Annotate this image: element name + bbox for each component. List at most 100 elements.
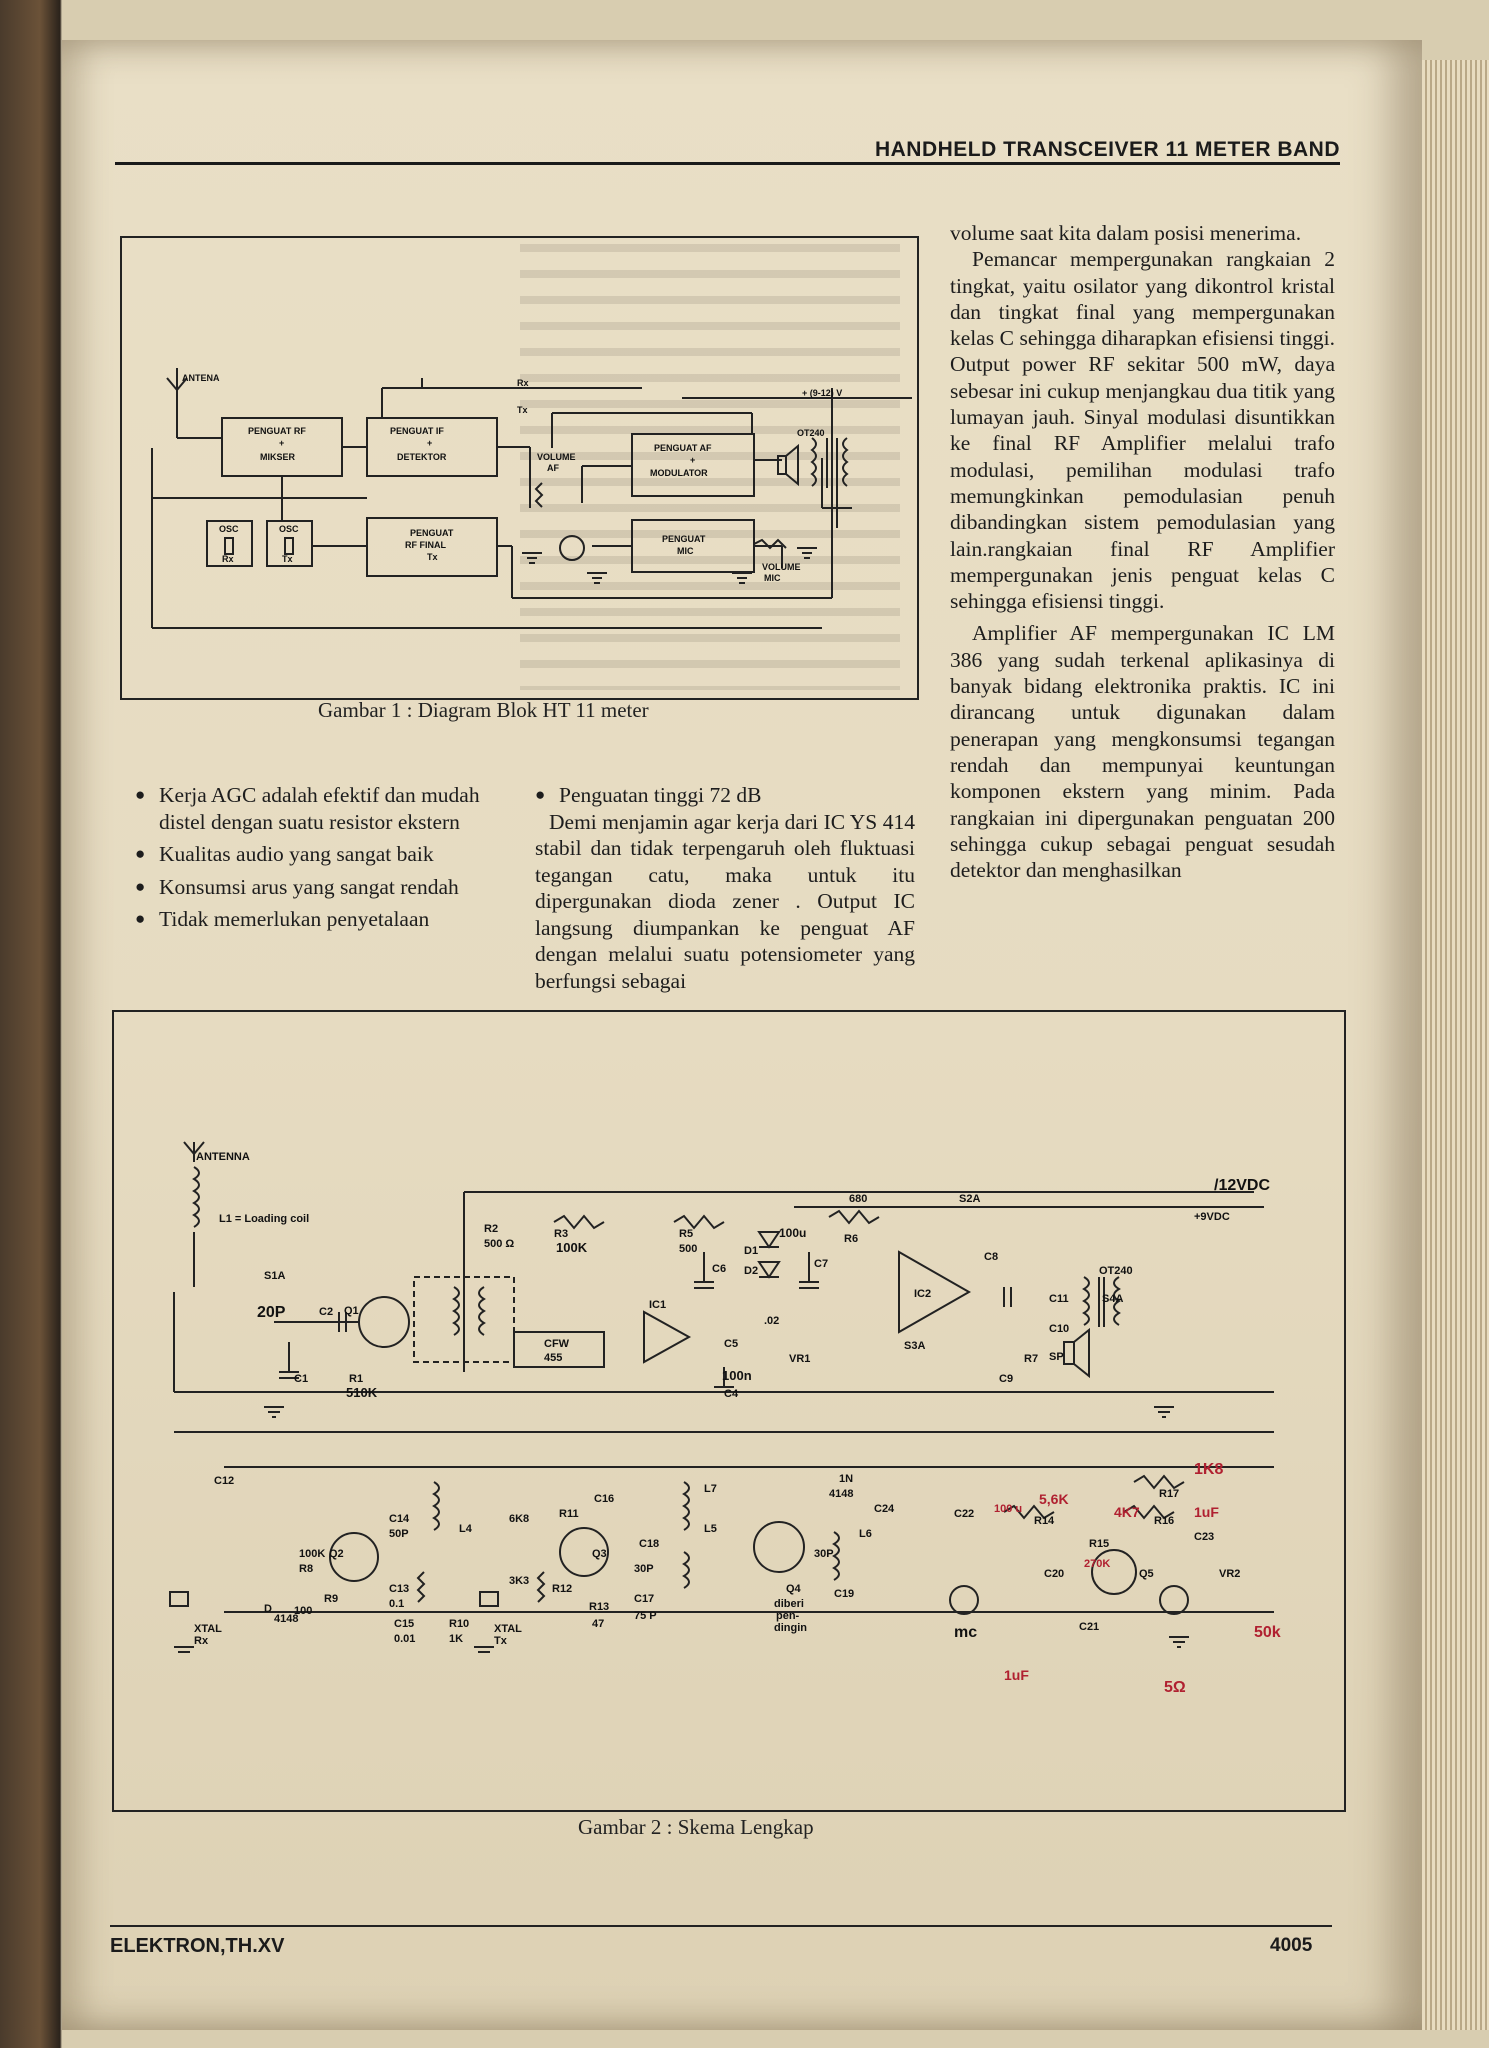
- label-d: D: [264, 1603, 272, 1615]
- label-mixer: MIKSER: [260, 452, 296, 462]
- page-edges: [1422, 60, 1489, 2030]
- label-r14v: 5,6K: [1039, 1491, 1069, 1507]
- label-d4: 1N: [839, 1473, 853, 1485]
- label-xtal2: XTAL: [494, 1623, 522, 1635]
- paragraph: Amplifier AF mempergunakan IC LM 386 yan…: [950, 621, 1335, 883]
- label-r1v: 510K: [346, 1385, 378, 1400]
- label-s4a: S4A: [1102, 1293, 1123, 1305]
- list-item: Penguatan tinggi 72 dB: [535, 782, 915, 809]
- label-r8: R8: [299, 1563, 313, 1575]
- label-l1: L1 = Loading coil: [219, 1213, 309, 1225]
- label-r15v: 270K: [1084, 1558, 1110, 1570]
- label-af: PENGUAT AF: [654, 443, 712, 453]
- label-supply: + (9-12) V: [802, 388, 842, 398]
- paragraph: volume saat kita dalam posisi menerima.: [950, 221, 1302, 245]
- label-d1: D1: [744, 1245, 758, 1257]
- label-osc1a: OSC: [219, 524, 239, 534]
- label-c23v: 1uF: [1194, 1504, 1219, 1520]
- label-r3v: 100K: [556, 1240, 588, 1255]
- label-plus: +: [690, 455, 695, 465]
- schematic-svg: ANTENNA L1 = Loading coil S1A S2A S3A S4…: [169, 1141, 1281, 1696]
- label-det: DETEKTOR: [397, 452, 447, 462]
- figure1-caption: Gambar 1 : Diagram Blok HT 11 meter: [318, 698, 649, 722]
- block-diagram-svg: ANTENA PENGUAT RF + MIKSER PENGUAT IF + …: [151, 368, 912, 629]
- label-c19: C19: [834, 1588, 854, 1600]
- label-mic1: PENGUAT: [662, 534, 706, 544]
- label-q1: Q1: [344, 1305, 359, 1317]
- label-volmic1: VOLUME: [762, 562, 801, 572]
- label-c13v: 0.1: [389, 1598, 404, 1610]
- label-r13v: 47: [592, 1618, 604, 1630]
- label-c22: C22: [954, 1508, 974, 1520]
- label-q4v2: pen-: [776, 1610, 800, 1622]
- label-c17: C17: [634, 1593, 654, 1605]
- label-vdc: /12VDC: [1214, 1177, 1270, 1194]
- label-c17v: 75 P: [634, 1610, 657, 1622]
- label-c23: C23: [1194, 1531, 1214, 1543]
- label-mod: MODULATOR: [650, 468, 708, 478]
- label-c18v: 30P: [634, 1563, 654, 1575]
- running-header: HANDHELD TRANSCEIVER 11 METER BAND: [874, 138, 1340, 161]
- label-r2: R2: [484, 1223, 498, 1235]
- label-osc2b: Tx: [282, 554, 293, 564]
- footer-publication: ELEKTRON,TH.XV: [110, 1935, 285, 1957]
- figure2-caption: Gambar 2 : Skema Lengkap: [578, 1815, 814, 1839]
- page: [62, 40, 1422, 2030]
- label-cfw2: 455: [544, 1352, 562, 1364]
- label-c6: C6: [712, 1263, 726, 1275]
- label-xtal1: XTAL: [194, 1623, 222, 1635]
- label-r16v: 4K7: [1114, 1504, 1140, 1520]
- label-r9v: 100: [294, 1605, 312, 1617]
- label-c100: 100u: [779, 1226, 806, 1240]
- label-c24: C24: [874, 1503, 895, 1515]
- label-r3: R3: [554, 1228, 568, 1240]
- label-r5: R5: [679, 1228, 693, 1240]
- label-c18: C18: [639, 1538, 659, 1550]
- label-vr2: VR2: [1219, 1568, 1240, 1580]
- label-r17: R17: [1159, 1488, 1179, 1500]
- list-item: Kualitas audio yang sangat baik: [135, 841, 505, 868]
- label-q4v1: diberi: [774, 1598, 804, 1610]
- label-l6: L6: [859, 1528, 872, 1540]
- label-r2v: 500 Ω: [484, 1238, 514, 1250]
- label-c5v: .02: [764, 1315, 779, 1327]
- label-c21: C21: [1079, 1621, 1099, 1633]
- label-vr2v: 50k: [1254, 1624, 1281, 1641]
- label-plus: +: [427, 438, 432, 448]
- header-rule: [115, 162, 1340, 165]
- label-r6: R6: [844, 1233, 858, 1245]
- label-c19v: 30P: [814, 1548, 834, 1560]
- footer-rule: [110, 1925, 1332, 1927]
- label-volaf1: VOLUME: [537, 452, 576, 462]
- label-q3: Q3: [592, 1548, 607, 1560]
- label-r10v: 1K: [449, 1633, 463, 1645]
- right-column: volume saat kita dalam posisi menerima. …: [950, 220, 1335, 883]
- figure-block-diagram: ANTENA PENGUAT RF + MIKSER PENGUAT IF + …: [120, 236, 919, 700]
- label-final3: Tx: [427, 552, 438, 562]
- label-if: PENGUAT IF: [390, 426, 444, 436]
- label-r5v: 500: [679, 1243, 697, 1255]
- label-mic2: MIC: [677, 546, 694, 556]
- label-rx: Rx: [517, 378, 529, 388]
- label-ic1: IC1: [649, 1299, 666, 1311]
- label-osc2a: OSC: [279, 524, 299, 534]
- label-ot240: OT240: [1099, 1265, 1133, 1277]
- label-plus: +: [279, 438, 284, 448]
- label-tx: Tx: [517, 405, 528, 415]
- label-q5: Q5: [1139, 1568, 1154, 1580]
- label-q4v3: dingin: [774, 1622, 807, 1634]
- label-final2: RF FINAL: [405, 540, 446, 550]
- label-c4v: 100n: [722, 1368, 752, 1383]
- label-c1: C1: [294, 1373, 308, 1385]
- paragraph: Pemancar mempergunakan rangkaian 2 tingk…: [950, 247, 1335, 614]
- label-l4: L4: [459, 1523, 473, 1535]
- label-sp: SP: [1049, 1351, 1064, 1363]
- label-c14v: 50P: [389, 1528, 409, 1540]
- label-c11: C11: [1049, 1293, 1069, 1305]
- label-c4: C4: [724, 1388, 739, 1400]
- label-r12v: 3K3: [509, 1575, 529, 1587]
- label-r1: R1: [349, 1373, 363, 1385]
- label-volmic2: MIC: [764, 573, 781, 583]
- label-r12: R12: [552, 1583, 572, 1595]
- label-c10: C10: [1049, 1323, 1069, 1335]
